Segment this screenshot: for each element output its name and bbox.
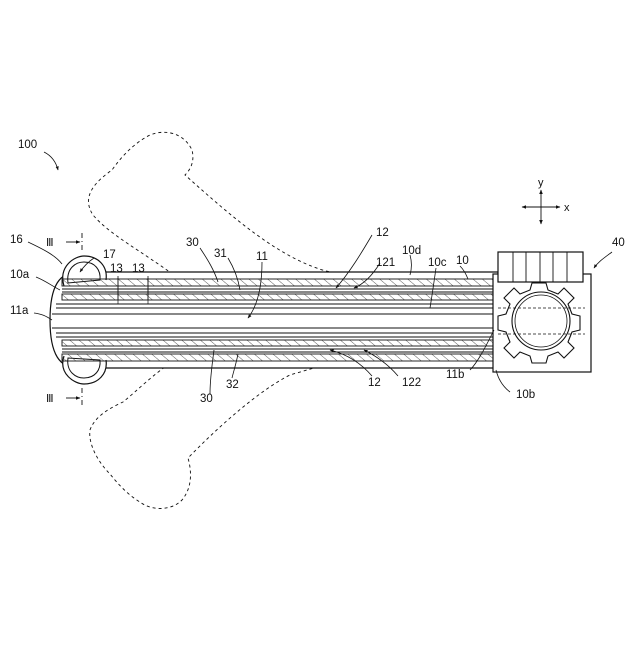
- axis-label-y: y: [538, 177, 544, 189]
- label-12-bottom: 12: [368, 377, 381, 389]
- label-40: 40: [612, 237, 625, 249]
- label-10: 10: [456, 255, 469, 267]
- leader-11a: [34, 313, 52, 320]
- label-30-top: 30: [186, 237, 199, 249]
- upper-wall-hatch: [62, 279, 498, 286]
- label-11b: 11b: [446, 369, 464, 381]
- label-16: 16: [10, 234, 23, 246]
- label-section-top: Ⅲ: [46, 237, 54, 249]
- label-11: 11: [256, 251, 268, 263]
- label-10a: 10a: [10, 269, 30, 281]
- leader-40: [594, 252, 612, 268]
- leader-100: [44, 152, 58, 170]
- label-11a: 11a: [10, 305, 29, 317]
- drive-unit-top-block: [498, 252, 583, 282]
- leader-16: [28, 242, 62, 264]
- lower-wall-hatch: [62, 340, 498, 346]
- label-10d: 10d: [402, 245, 421, 257]
- upper-wall-hatch-2: [62, 294, 498, 300]
- label-122: 122: [402, 377, 421, 389]
- label-section-bottom: Ⅲ: [46, 393, 54, 405]
- label-32: 32: [226, 379, 239, 391]
- label-12-top: 12: [376, 227, 389, 239]
- label-121: 121: [376, 257, 395, 269]
- label-10c: 10c: [428, 257, 447, 269]
- leader-10b: [496, 370, 510, 392]
- label-13-first: 13: [110, 263, 123, 275]
- label-100: 100: [18, 139, 37, 151]
- axis-label-x: x: [564, 202, 570, 214]
- label-30-bottom: 30: [200, 393, 213, 405]
- gear-hub: [512, 292, 570, 350]
- label-13-second: 13: [132, 263, 145, 275]
- label-31: 31: [214, 248, 227, 260]
- label-17: 17: [103, 249, 116, 261]
- lower-wall-hatch-2: [62, 354, 498, 361]
- label-10b: 10b: [516, 389, 535, 401]
